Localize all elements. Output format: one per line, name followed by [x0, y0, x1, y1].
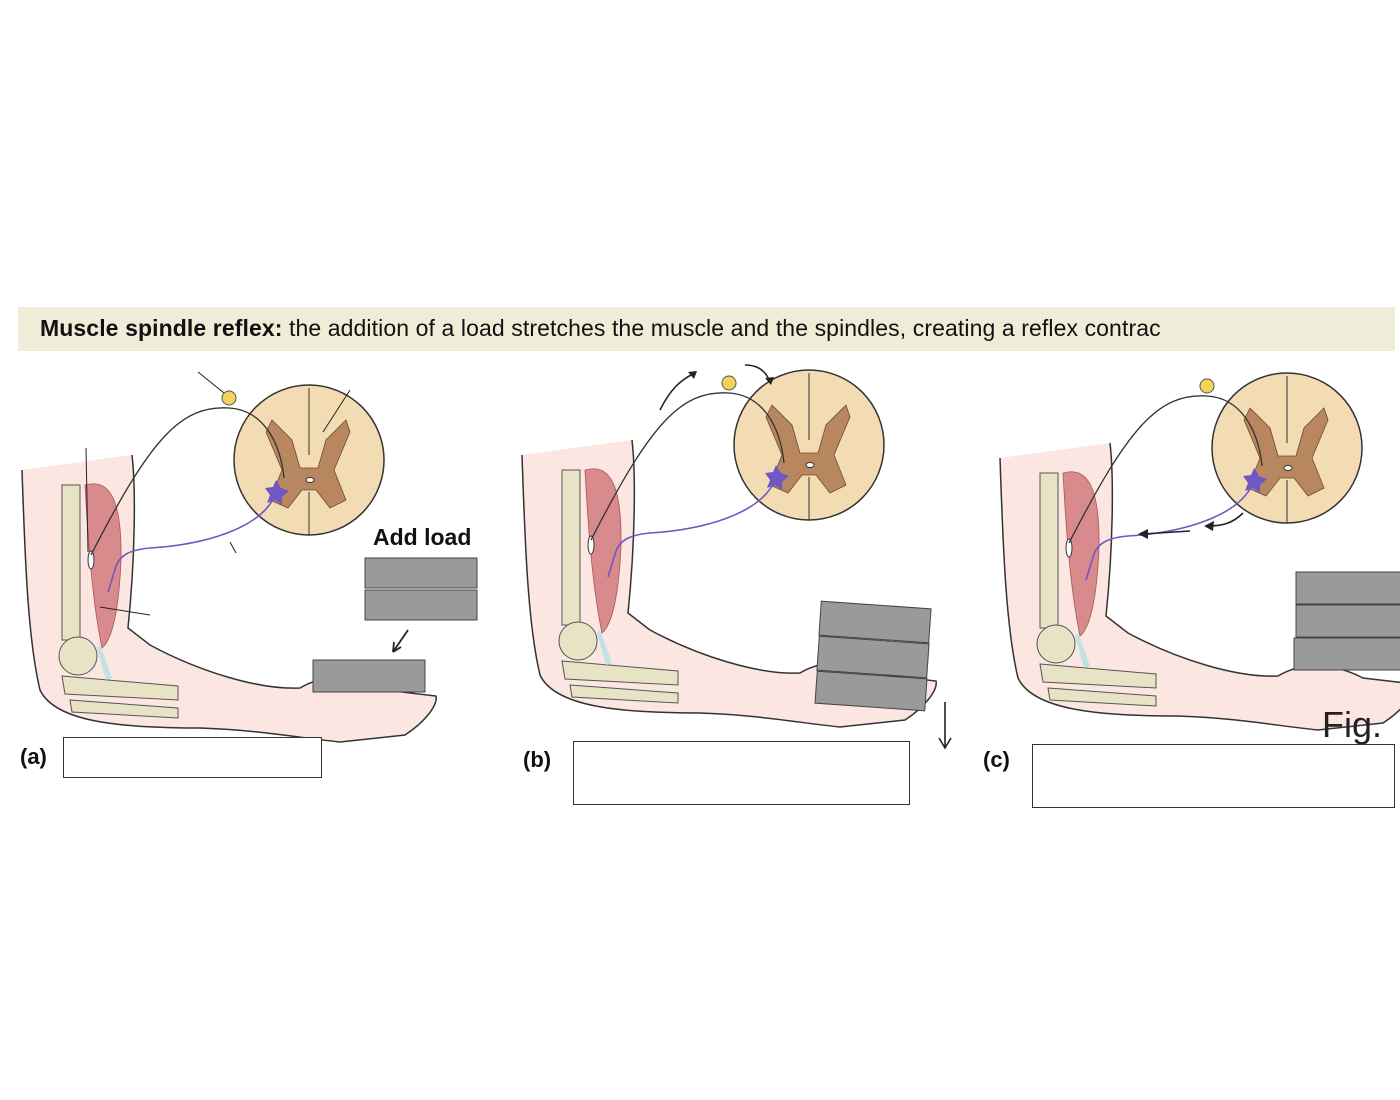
leader-line: [99, 606, 151, 616]
title-rest: the addition of a load stretches the mus…: [282, 315, 1161, 341]
title-text: Muscle spindle reflex: the addition of a…: [40, 315, 1161, 342]
panel-a-illustration: [21, 371, 478, 743]
left-arrow-icon: [1142, 530, 1191, 535]
curved-arrow-icon: [659, 372, 696, 411]
panel-label-a: (a): [20, 744, 47, 769]
panel-c-illustration: [999, 372, 1400, 731]
panel-c-weight: [1293, 571, 1400, 671]
weight-on-hand: [312, 659, 426, 693]
answer-box-c[interactable]: [1032, 744, 1395, 808]
title-bold: Muscle spindle reflex:: [40, 315, 283, 341]
add-load-label: Add load: [373, 524, 472, 550]
down-arrow-icon: [392, 629, 409, 653]
panel-b-weight: [814, 600, 952, 750]
weight-load-stack: [364, 557, 478, 621]
down-arrow-icon: [938, 702, 952, 750]
leader-line: [322, 389, 351, 433]
figure-caption: Fig.: [1322, 704, 1383, 745]
title-banner: Muscle spindle reflex: the addition of a…: [18, 307, 1395, 351]
answer-box-b[interactable]: [573, 741, 910, 805]
panel-label-b: (b): [523, 747, 552, 772]
leader-line: [85, 447, 89, 553]
answer-box-a[interactable]: [63, 737, 322, 778]
leader-line: [229, 541, 237, 554]
panel-label-c: (c): [983, 747, 1010, 772]
leader-line: [197, 371, 225, 394]
panel-b-illustration: [521, 364, 938, 728]
